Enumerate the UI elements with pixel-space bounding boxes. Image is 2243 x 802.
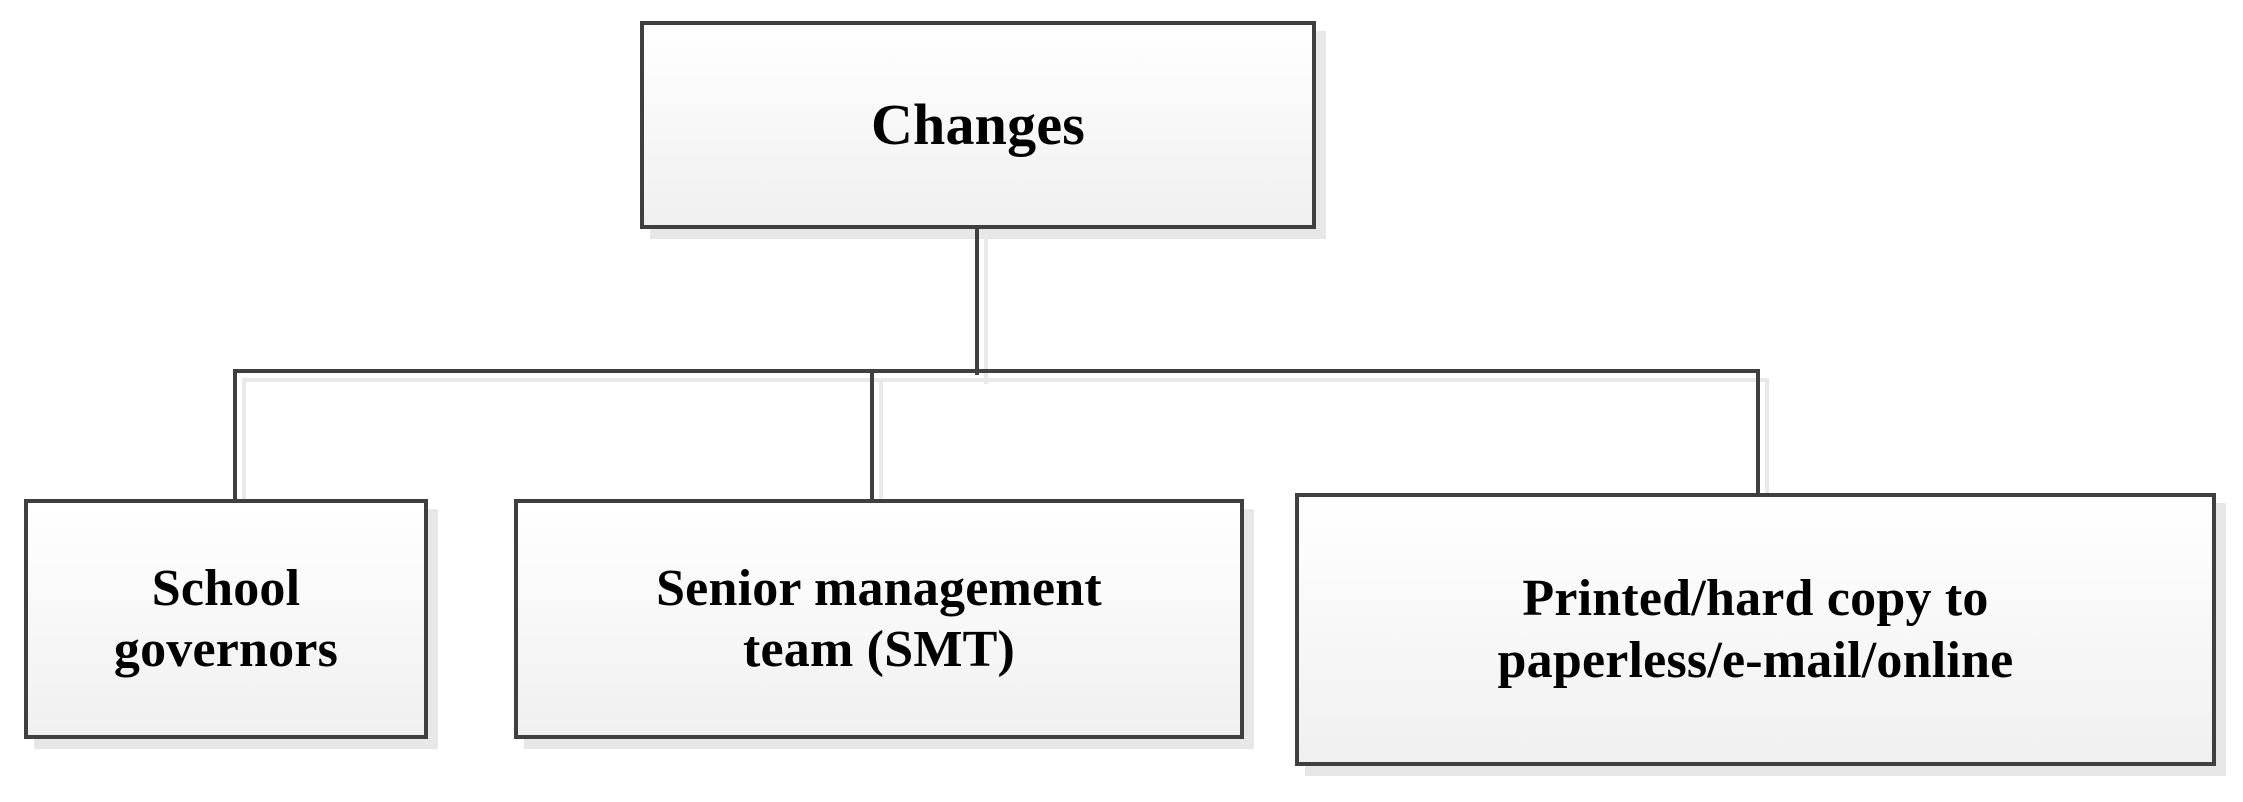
connector-root-to-bus: [975, 225, 979, 375]
connector-bus-to-child-2: [1756, 369, 1760, 496]
root-node-label: Changes: [870, 91, 1086, 157]
child-node-label-1: Senior management team (SMT): [656, 559, 1102, 678]
connector-bus-to-child-0: [233, 369, 237, 502]
connector-bus-shadow: [242, 378, 1769, 382]
connector-drop-shadow-0: [242, 378, 246, 511]
child-node-label-2: Printed/hard copy to paperless/e-mail/on…: [1497, 570, 2014, 689]
connector-drop-shadow-2: [1765, 378, 1769, 505]
child-node-senior-management-team[interactable]: Senior management team (SMT): [514, 499, 1244, 739]
child-node-label-0: School governors: [113, 559, 339, 678]
child-node-school-governors[interactable]: School governors: [24, 499, 428, 739]
connector-bus-to-child-1: [870, 369, 874, 502]
connector-horizontal-bus: [233, 369, 1760, 373]
root-node-changes[interactable]: Changes: [640, 21, 1316, 229]
connector-drop-shadow-1: [879, 378, 883, 511]
child-node-printed-to-paperless[interactable]: Printed/hard copy to paperless/e-mail/on…: [1295, 493, 2216, 766]
connector-stem-shadow: [984, 234, 988, 384]
